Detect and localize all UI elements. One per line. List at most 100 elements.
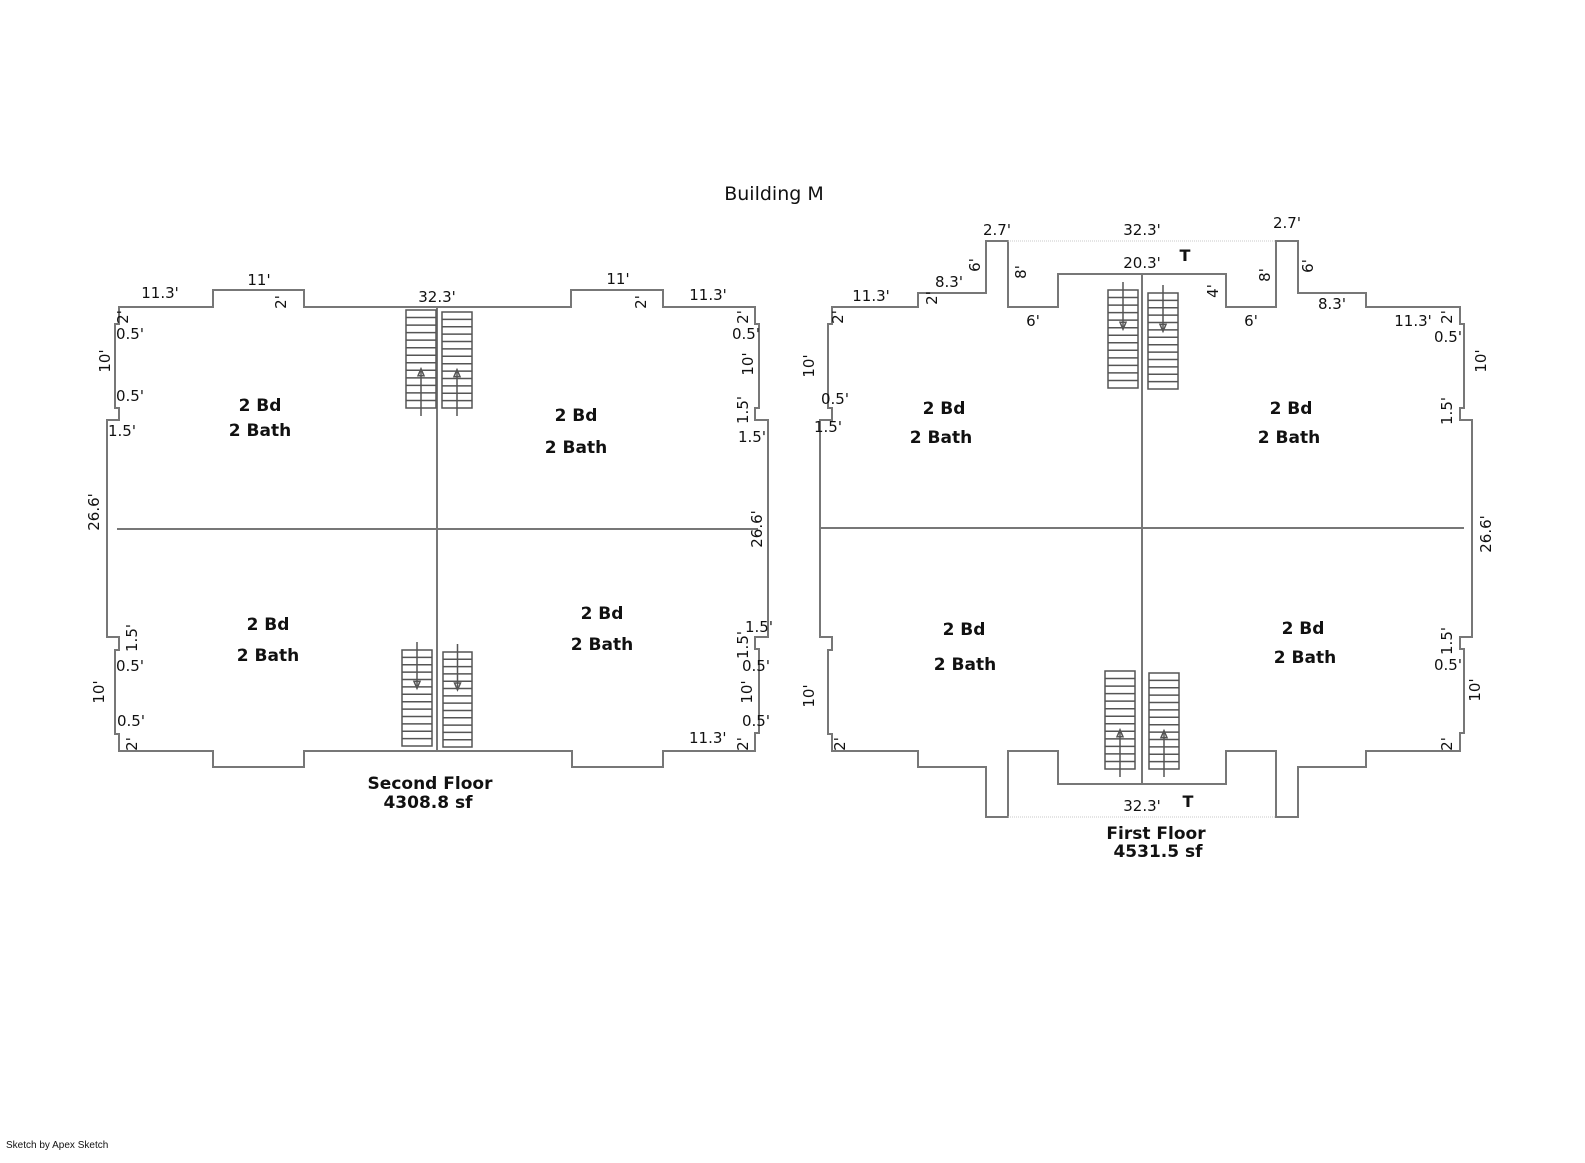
dimension-label: 1.5'	[108, 422, 136, 440]
dimension-label: 11'	[606, 270, 629, 288]
unit-bedrooms-label: 2 Bd	[247, 615, 290, 635]
unit-bedrooms-label: 2 Bd	[943, 620, 986, 640]
dimension-label: 11.3'	[852, 287, 890, 305]
dimension-label: 8.3'	[1318, 295, 1346, 313]
floor-area: 4531.5 sf	[1113, 842, 1203, 862]
unit-bathrooms-label: 2 Bath	[229, 421, 291, 441]
stair-icon	[1107, 282, 1139, 389]
dimension-label: 8.3'	[935, 273, 963, 291]
stair-icon	[1148, 672, 1180, 777]
unit-bedrooms-label: 2 Bd	[1282, 619, 1325, 639]
stair-icon	[441, 311, 473, 416]
dimension-label: 2'	[923, 291, 941, 305]
stair-icon	[442, 644, 473, 748]
dimension-label: 10'	[800, 354, 818, 377]
unit-bedrooms-label: 2 Bd	[239, 396, 282, 416]
dimension-label: 2'	[1438, 310, 1456, 324]
dimension-label: 2'	[272, 295, 290, 309]
unit-bathrooms-label: 2 Bath	[571, 635, 633, 655]
dimension-label: 6'	[1299, 259, 1317, 273]
unit-bathrooms-label: 2 Bath	[237, 646, 299, 666]
dimension-label: 11.3'	[689, 286, 727, 304]
dimension-label: 10'	[800, 684, 818, 707]
first-floor-outline	[819, 240, 1473, 818]
dimension-label: 0.5'	[1434, 656, 1462, 674]
terrace-marker: T	[1180, 246, 1191, 265]
dimension-label: 10'	[738, 680, 756, 703]
dimension-label: 11.3'	[141, 284, 179, 302]
dimension-label: 6'	[1026, 312, 1040, 330]
dimension-label: 2'	[123, 737, 141, 751]
first-floor-plan: 2 Bd 2 Bath 2 Bd 2 Bath 2 Bd 2 Bath 2 Bd…	[800, 214, 1495, 862]
arrowhead-icon	[1118, 321, 1128, 332]
unit-bedrooms-label: 2 Bd	[581, 604, 624, 624]
dimension-label: 6'	[1244, 312, 1258, 330]
dimension-label: 10'	[739, 352, 757, 375]
arrowhead-icon	[412, 680, 422, 691]
dimension-label: 2'	[829, 310, 847, 324]
arrowhead-icon	[1159, 728, 1169, 739]
second-floor-outline	[106, 289, 769, 768]
dimension-label: 0.5'	[742, 657, 770, 675]
dimension-label: 6'	[966, 258, 984, 272]
dimension-label: 26.6'	[748, 510, 766, 548]
dimension-label: 1.5'	[734, 631, 752, 659]
dimension-label: 1.5'	[1438, 627, 1456, 655]
dimension-label: 1.5'	[1438, 397, 1456, 425]
dimension-label: 32.3'	[1123, 221, 1161, 239]
dimension-label: 1.5'	[738, 428, 766, 446]
dimension-label: 8'	[1256, 268, 1274, 282]
dimension-label: 20.3'	[1123, 254, 1161, 272]
stair-icon	[401, 642, 433, 747]
unit-bedrooms-label: 2 Bd	[923, 399, 966, 419]
dimension-label: 0.5'	[116, 387, 144, 405]
unit-bathrooms-label: 2 Bath	[910, 428, 972, 448]
dimension-label: 10'	[90, 680, 108, 703]
dimension-label: 2'	[1438, 737, 1456, 751]
dimension-label: 10'	[96, 349, 114, 372]
arrowhead-icon	[1158, 323, 1168, 334]
dimension-label: 32.3'	[1123, 797, 1161, 815]
dimension-label: 0.5'	[1434, 328, 1462, 346]
dimension-label: 0.5'	[116, 325, 144, 343]
unit-bathrooms-label: 2 Bath	[545, 438, 607, 458]
dimension-label: 1.5'	[734, 396, 752, 424]
dimension-label: 11'	[247, 271, 270, 289]
arrowhead-icon	[452, 367, 462, 378]
dimension-label: 2'	[734, 310, 752, 324]
terrace-marker: T	[1183, 792, 1194, 811]
dimension-label: 11.3'	[1394, 312, 1432, 330]
dimension-label: 1.5'	[123, 624, 141, 652]
dimension-label: 2'	[734, 737, 752, 751]
floor-area: 4308.8 sf	[383, 793, 473, 813]
unit-bathrooms-label: 2 Bath	[1274, 648, 1336, 668]
unit-bathrooms-label: 2 Bath	[934, 655, 996, 675]
dimension-label: 10'	[1472, 349, 1490, 372]
floor-name: First Floor	[1106, 824, 1206, 844]
dimension-label: 10'	[1466, 678, 1484, 701]
unit-bedrooms-label: 2 Bd	[555, 406, 598, 426]
dimension-label: 2.7'	[983, 221, 1011, 239]
dimension-label: 32.3'	[418, 288, 456, 306]
dimension-label: 2'	[114, 310, 132, 324]
floor-name: Second Floor	[368, 774, 494, 794]
stair-icon	[405, 309, 437, 416]
dimension-label: 1.5'	[814, 418, 842, 436]
dimension-label: 11.3'	[689, 729, 727, 747]
unit-bathrooms-label: 2 Bath	[1258, 428, 1320, 448]
dimension-label: 8'	[1012, 265, 1030, 279]
dimension-label: 0.5'	[732, 325, 760, 343]
dimension-label: 2'	[632, 295, 650, 309]
stair-icon	[1104, 670, 1136, 777]
building-title: Building M	[724, 183, 824, 205]
dimension-label: 0.5'	[116, 657, 144, 675]
dimension-label: 0.5'	[821, 390, 849, 408]
second-floor-plan: 2 Bd 2 Bath 2 Bd 2 Bath 2 Bd 2 Bath 2 Bd…	[85, 270, 773, 813]
dimension-label: 26.6'	[85, 493, 103, 531]
dimension-label: 2.7'	[1273, 214, 1301, 232]
stair-icon	[1147, 285, 1179, 390]
dimension-label: 4'	[1204, 284, 1222, 298]
unit-bedrooms-label: 2 Bd	[1270, 399, 1313, 419]
dimension-label: 26.6'	[1477, 515, 1495, 553]
